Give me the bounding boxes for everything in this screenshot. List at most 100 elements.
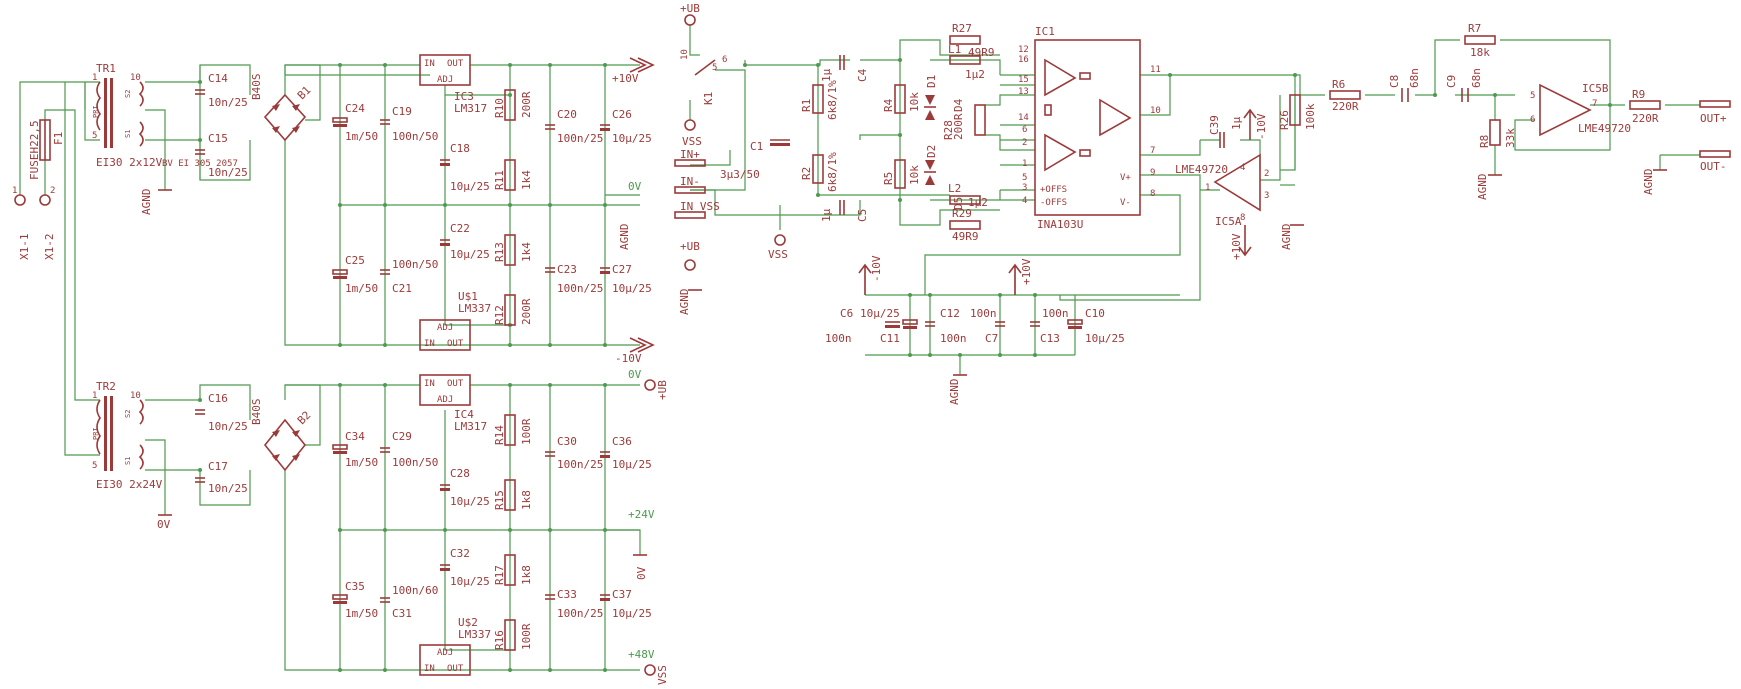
out-n-label: OUT- [1700,160,1727,173]
c16-value: 10n/25 [208,420,248,433]
r8-value: 33k [1504,128,1517,148]
cap-c19: C19 100n/50 [380,105,438,143]
r11-name: R11 [493,170,506,190]
c29-value: 100n/50 [392,456,438,469]
ic1-pin12: 12 [1018,45,1029,55]
cap-c29: C29 100n/50 [380,430,438,469]
ic3-adj: ADJ [437,75,453,85]
ic5b-pin7: 7 [1592,99,1597,109]
sup-p10v: +10V [1020,258,1033,285]
l2-value: 1µ2 [968,196,988,209]
c25-name: C25 [345,254,365,267]
c19-value: 100n/50 [392,130,438,143]
c33-value: 100n/25 [557,607,603,620]
cap-c35: C35 1m/50 [332,580,378,620]
ic1-value: INA103U [1037,218,1083,231]
ic5b-value: LME49720 [1578,122,1631,135]
r26-value: 100k [1304,103,1317,130]
ic3-name: IC3 [454,90,474,103]
res-r12: R12 200R [493,294,533,326]
c22-name: C22 [450,222,470,235]
tr1-name: TR1 [96,62,116,75]
u2-out: OUT [447,664,464,674]
cap-c21: 100n/50 C21 [380,258,438,295]
r6-value: 220R [1332,100,1359,113]
net-agnd-2: AGND [618,224,631,251]
r4-name: R4 [882,98,895,112]
res-r14: R14 100R [493,414,533,446]
tr1-value: EI30 2x12V [96,156,163,169]
ic4-name: IC4 [454,408,474,421]
res-r16: R16 100R [493,619,533,651]
cap-c18: C18 10µ/25 [440,142,490,193]
cap-c30: C30 100n/25 [545,435,603,471]
d2-label: D2 [925,145,938,158]
c1-name: C1 [750,140,763,153]
ic1-pin4: 4 [1022,196,1027,206]
l1-name: L1 [948,43,961,56]
cap-c34: C34 1m/50 [332,430,378,469]
ic3-out: OUT [447,59,464,69]
c11-value: 100n [825,332,852,345]
c30-name: C30 [557,435,577,448]
fuse-f1: FUSEH22,5 F1 [28,119,65,180]
c12-name: C12 [940,307,960,320]
cap-c37: C37 10µ/25 [600,588,652,620]
rail-labels-lower: 0V +UB +24V 0V +48V VSS [628,368,669,685]
ic1-pin14: 14 [1018,113,1029,123]
r16-name: R16 [493,630,506,650]
r27-name: R27 [952,22,972,35]
b1-value: B40S [250,74,263,101]
ic3-in: IN [424,59,435,69]
c30-value: 100n/25 [557,458,603,471]
agnd-symbol-1: AGND [140,189,172,216]
cap-c15: C15 10n/25 [195,132,248,179]
ic1-pin10: 10 [1150,106,1161,116]
cap-c25: C25 1m/50 [332,254,378,295]
bridge-b1: B1 B40S [250,74,313,142]
c18-value: 10µ/25 [450,180,490,193]
output-section: R6 220R C8 68n C9 68n R7 18k R8 33k AGND… [1329,22,1731,200]
r5-name: R5 [882,172,895,185]
tr1-pin10: 10 [130,73,141,83]
ic4-in: IN [424,379,435,389]
b2-name: B2 [295,409,314,428]
c15-value: 10n/25 [208,166,248,179]
ic5a-pin2: 2 [1264,169,1269,179]
cap-c28: C28 10µ/25 [440,467,490,508]
rail-labels-upper: +10V 0V AGND -10V [612,57,655,365]
agnd-label-1: AGND [140,189,153,216]
c26-value: 10µ/25 [612,132,652,145]
net-agnd-3: AGND [678,289,691,316]
c4-value: 1µ [820,68,833,82]
ic5a-pin1: 1 [1205,183,1210,193]
ic5a-value: LME49720 [1175,163,1228,176]
c16-name: C16 [208,392,228,405]
ic4-value: LM317 [454,420,487,433]
c15-name: C15 [208,132,228,145]
ic1-pin3: 3 [1022,183,1027,193]
tr2-pin5: 5 [92,461,97,471]
c29-name: C29 [392,430,412,443]
ic5b-pin6: 6 [1530,115,1535,125]
c14-name: C14 [208,72,228,85]
c34-value: 1m/50 [345,456,378,469]
l1-value: 1µ2 [965,68,985,81]
res-r17: R17 1k8 [493,554,533,586]
tr2-pri: PRI [92,427,100,440]
in-n-label: IN- [680,175,700,188]
d1-label: D1 [925,75,938,88]
r27-value: 49R9 [968,46,995,59]
tr2-s1: S1 [124,457,132,465]
cap-c16: C16 10n/25 [195,392,248,433]
tr2-pin1: 1 [92,391,97,401]
cap-c27: C27 10µ/25 [600,263,652,295]
net-vss-2: VSS [682,135,702,148]
ic1-pin6: 6 [1022,125,1027,135]
r12-name: R12 [493,305,506,325]
u1-in: IN [424,339,435,349]
cap-c33: C33 100n/25 [545,588,603,620]
r15-name: R15 [493,490,506,510]
